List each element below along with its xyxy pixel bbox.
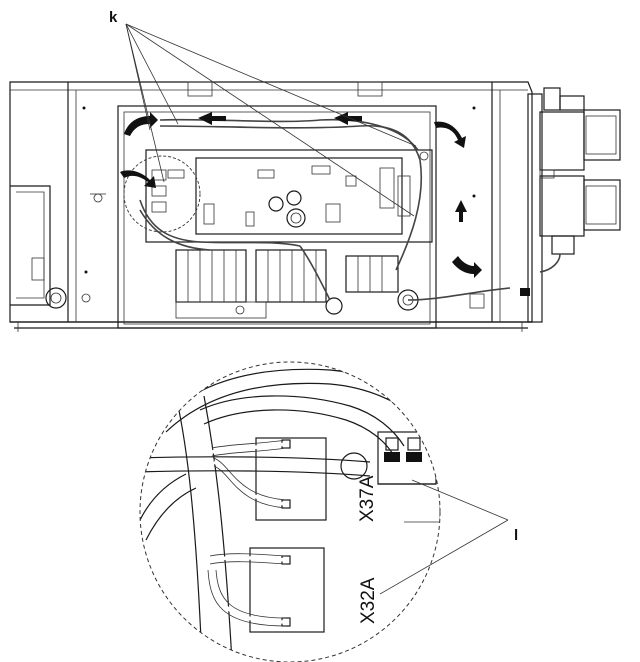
unit-overview [9, 23, 621, 332]
wiring-harness [139, 118, 511, 301]
callout-l-leaders [379, 479, 509, 595]
arrow-left-icon [198, 112, 226, 125]
detail-view [139, 361, 509, 662]
detail-circle-outline [139, 361, 441, 662]
curved-arrow-icon [434, 121, 466, 148]
unit-housing [9, 81, 533, 332]
terminal-block-right [345, 255, 399, 293]
curved-arrow-icon [120, 170, 156, 188]
callout-k-label: k [109, 9, 118, 26]
arrow-left-icon [334, 112, 362, 125]
curved-arrow-icon [452, 256, 482, 278]
switch-box [117, 105, 437, 329]
connector-x37a [140, 437, 371, 521]
arrow-up-icon [455, 200, 467, 222]
direction-arrows [120, 112, 482, 278]
right-side-piping [469, 87, 621, 323]
main-cable [175, 395, 233, 662]
pcb-board [195, 157, 403, 235]
curved-arrow-icon [124, 112, 158, 136]
callout-l-label: l [514, 527, 518, 544]
callout-k-leaders [125, 23, 417, 217]
connector-label-x32a: X32A [358, 577, 379, 624]
connector-x32a [207, 547, 325, 633]
detail-marker-circle [123, 155, 201, 233]
terminal-block-mid [255, 249, 327, 303]
connector-label-x37a: X37A [357, 475, 378, 522]
terminal-block-left [175, 249, 247, 303]
